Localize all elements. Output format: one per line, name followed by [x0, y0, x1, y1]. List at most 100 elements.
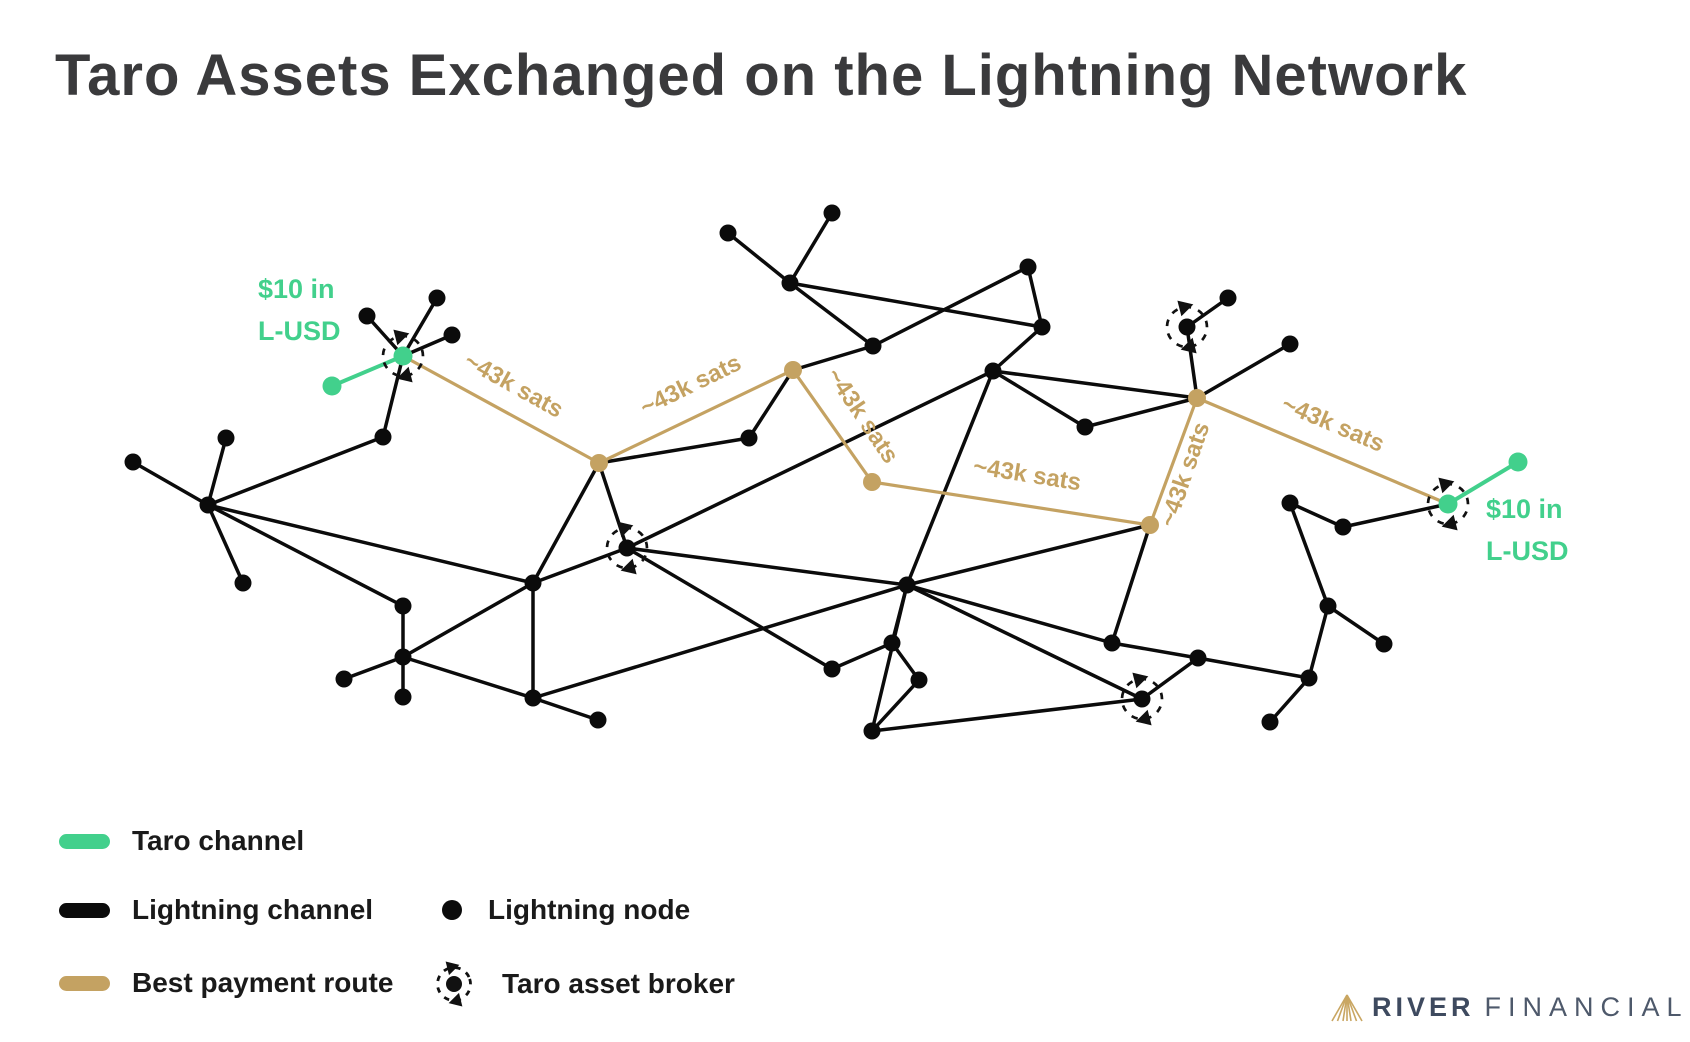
legend-item-lightning-channel: Lightning channel — [59, 894, 374, 925]
route-amount-label: ~43k sats — [1278, 390, 1389, 457]
lightning-channel-edge — [788, 211, 834, 285]
lightning-node — [740, 429, 758, 447]
lightning-channel-edge — [905, 523, 1152, 587]
lightning-node — [428, 289, 446, 307]
payment-route-edge — [597, 368, 795, 465]
legend-item-taro-channel: Taro channel — [59, 825, 305, 856]
lightning-node — [1300, 669, 1318, 687]
lightning-channel-edge — [1026, 265, 1044, 329]
lightning-node — [1103, 634, 1121, 652]
lightning-node — [524, 689, 542, 707]
lightning-channel-edge — [381, 354, 405, 439]
payment-route-edge — [791, 368, 874, 484]
legend-label: Lightning node — [488, 894, 691, 925]
lightning-channel-edge — [131, 460, 210, 507]
route-node — [863, 473, 881, 491]
lightning-channel-edge — [1288, 501, 1345, 529]
route-node — [784, 361, 802, 379]
lightning-channel-edge — [401, 655, 535, 700]
best-payment-route-swatch — [59, 975, 110, 991]
lightning-node — [1334, 518, 1352, 536]
lightning-node — [1319, 597, 1337, 615]
lightning-channel-edge — [870, 678, 921, 733]
legend-item-best-payment-route: Best payment route — [59, 967, 394, 998]
route-node — [1141, 516, 1159, 534]
payment-route-edge — [1148, 396, 1199, 527]
taro-asset-broker-marker — [1165, 300, 1209, 354]
taro-node — [393, 346, 413, 366]
lightning-channel-edge — [905, 583, 1144, 701]
taro-asset-broker-marker — [381, 329, 425, 383]
lightning-channel-edge — [1307, 604, 1330, 680]
logo-brand-bold: RIVER — [1372, 992, 1475, 1022]
lightning-node — [1178, 318, 1196, 336]
lightning-channel-edge — [1268, 676, 1311, 724]
lightning-channel-edge — [991, 369, 1087, 429]
lightning-channel-edge — [1083, 396, 1199, 429]
lightning-node — [1281, 335, 1299, 353]
lightning-channel-edge — [206, 435, 385, 507]
lightning-channel-edge — [597, 436, 751, 465]
route-amount-label: ~43k sats — [460, 347, 568, 423]
lightning-channel-edge — [531, 583, 909, 700]
taro-node — [1508, 452, 1528, 472]
lightning-channel-edge — [726, 231, 792, 285]
lightning-node — [1375, 635, 1393, 653]
lightning-channel-edge — [206, 503, 535, 585]
taro-asset-broker-marker — [605, 521, 649, 575]
river-financial-logo: RIVER FINANCIAL — [1330, 992, 1689, 1023]
lightning-node — [1281, 494, 1299, 512]
lightning-node — [1033, 318, 1051, 336]
route-amount-label: ~43k sats — [1154, 419, 1215, 531]
taro-channel-edge — [1446, 460, 1520, 506]
lightning-node — [589, 711, 607, 729]
legend-label: Lightning channel — [132, 894, 374, 925]
taro-asset-broker-icon — [436, 961, 472, 1007]
legend-label: Taro channel — [132, 825, 305, 856]
lightning-channel-edge — [531, 546, 629, 585]
legend-item-lightning-node: Lightning node — [430, 894, 691, 925]
lightning-channel-edge — [531, 461, 601, 585]
route-amount-label: ~43k sats — [821, 363, 904, 468]
route-node — [590, 454, 608, 472]
lightning-channel-edge — [401, 581, 535, 659]
lightning-channel-edge — [401, 296, 439, 358]
lightning-node — [335, 670, 353, 688]
legend-label: Best payment route — [132, 967, 394, 998]
route-amount-label: ~43k sats — [971, 453, 1083, 497]
lightning-channel-edge — [625, 369, 995, 550]
taro-amount-label-left: $10 in L-USD — [258, 274, 341, 346]
lightning-node — [898, 576, 916, 594]
lightning-node — [374, 428, 392, 446]
lightning-channel-edge — [890, 583, 909, 645]
taro-asset-broker-marker — [1120, 672, 1164, 726]
lightning-node — [1261, 713, 1279, 731]
taro-amount-label-right: $10 in L-USD — [1486, 494, 1569, 566]
lightning-channel-edge — [791, 344, 875, 372]
lightning-channel-edge — [1140, 656, 1200, 701]
lightning-node — [1076, 418, 1094, 436]
lightning-node — [781, 274, 799, 292]
pyramid-rays-icon — [1331, 994, 1363, 1021]
lightning-channel-edge — [870, 697, 1144, 733]
taro-node — [322, 376, 342, 396]
lightning-node — [199, 496, 217, 514]
lightning-node — [1189, 649, 1207, 667]
lightning-node — [863, 722, 881, 740]
lightning-node — [217, 429, 235, 447]
lightning-channel-edge — [905, 583, 1114, 645]
page-title: Taro Assets Exchanged on the Lightning N… — [55, 43, 1468, 108]
lightning-channel-edge — [1341, 502, 1450, 529]
lightning-node — [984, 362, 1002, 380]
lightning-channel-edge — [1110, 641, 1200, 660]
lightning-node — [823, 204, 841, 222]
lightning-channel-edge — [625, 546, 909, 587]
lightning-node — [823, 660, 841, 678]
lightning-node — [1133, 690, 1151, 708]
taro-asset-broker-marker — [1426, 477, 1470, 531]
lightning-channel-edge — [830, 641, 894, 671]
payment-route-edge — [870, 480, 1152, 527]
lightning-node — [124, 453, 142, 471]
lightning-node — [1219, 289, 1237, 307]
